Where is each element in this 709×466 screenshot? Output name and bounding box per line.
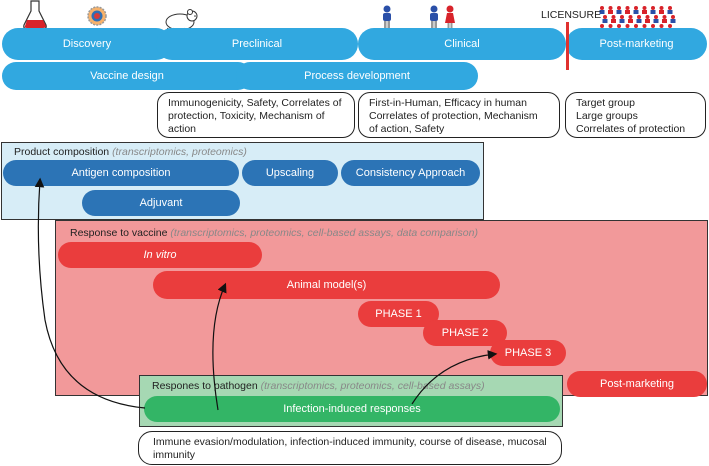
clinical-notes: First-in-Human, Efficacy in human Correl… [358, 92, 560, 138]
animal-models: Animal model(s) [153, 271, 500, 299]
product-composition-title: Product composition (transcriptomics, pr… [14, 146, 247, 158]
upscaling: Upscaling [242, 160, 338, 186]
preclinical-notes: Immunogenicity, Safety, Correlates of pr… [157, 92, 355, 138]
arrow-to-antigen [34, 177, 146, 409]
stage-preclinical: Preclinical [156, 28, 358, 60]
people-pair-icon [430, 5, 455, 28]
post-marketing-notes: Target group Large groups Correlates of … [565, 92, 706, 138]
person-icon [383, 5, 391, 28]
stage-clinical: Clinical [358, 28, 566, 60]
in-vitro: In vitro [58, 242, 262, 268]
phase-1: PHASE 1 [358, 301, 439, 327]
licensure-line [566, 22, 569, 70]
stage-discovery: Discovery [2, 28, 172, 60]
phase-3: PHASE 3 [490, 340, 566, 366]
flask-icon [23, 0, 47, 30]
response-vaccine-title: Response to vaccine (transcriptomics, pr… [70, 227, 478, 239]
vaccine-post-marketing: Post-marketing [567, 371, 707, 397]
infection-induced-responses: Infection-induced responses [144, 396, 560, 422]
virus-icon [87, 6, 107, 26]
arrow-to-animal [212, 282, 227, 411]
consistency-approach: Consistency Approach [341, 160, 480, 186]
licensure-label: LICENSURE [541, 9, 602, 21]
arrow-to-phase3 [411, 350, 498, 405]
response-pathogen-title: Respones to pathogen (transcriptomics, p… [152, 380, 485, 392]
stage-vaccine-design: Vaccine design [2, 62, 252, 90]
pathogen-notes: Immune evasion/modulation, infection-ind… [138, 431, 562, 465]
stage-process-development: Process development [236, 62, 478, 90]
stage-post-marketing: Post-marketing [566, 28, 707, 60]
adjuvant: Adjuvant [82, 190, 240, 216]
phase-2: PHASE 2 [423, 320, 507, 346]
